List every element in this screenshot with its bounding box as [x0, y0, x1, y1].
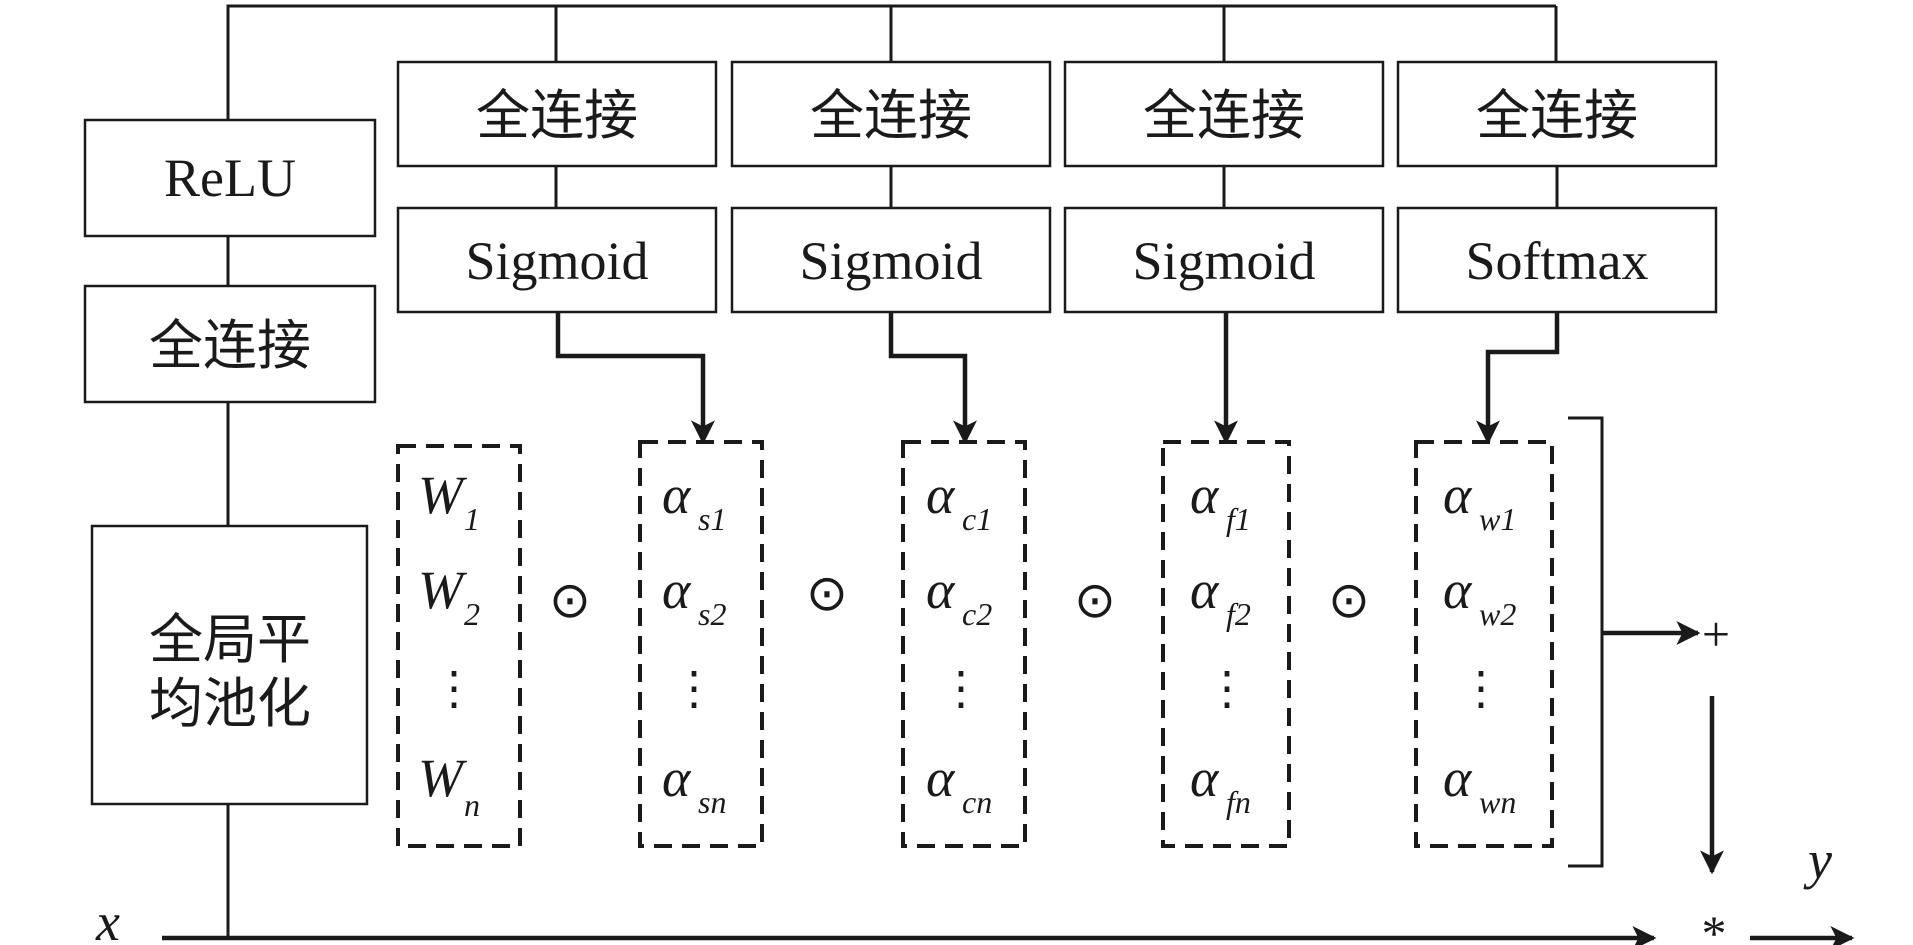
- branch-4-arrow: [1476, 312, 1560, 445]
- alpha-sn-symbol: α: [662, 748, 692, 808]
- alpha-w2-symbol: α: [1443, 560, 1473, 620]
- branch-3: 全连接 Sigmoid: [1063, 60, 1385, 445]
- alpha-sn-sub: sn: [698, 784, 726, 820]
- alpha-c1-symbol: α: [926, 465, 956, 525]
- alpha-w1-symbol: α: [1443, 465, 1473, 525]
- relu-label: ReLU: [164, 148, 296, 208]
- w1-symbol: W: [418, 465, 468, 525]
- w2-symbol: W: [418, 560, 468, 620]
- branch-2: 全连接 Sigmoid: [730, 60, 1052, 445]
- alpha-w2-sub: w2: [1479, 596, 1516, 632]
- w2-sub: 2: [464, 596, 480, 632]
- w-vdots: ⋮: [431, 661, 477, 715]
- input-x-label: x: [95, 892, 120, 945]
- branch-2-fc-label: 全连接: [810, 84, 972, 147]
- hadamard-op-3: ⊙: [1074, 572, 1116, 628]
- branch-3-fc-label: 全连接: [1143, 84, 1305, 147]
- alpha-c-vdots: ⋮: [938, 661, 984, 715]
- branch-1-fc-label: 全连接: [476, 84, 638, 147]
- output-y-label: y: [1803, 830, 1832, 890]
- alpha-c1-sub: c1: [962, 501, 992, 537]
- alpha-s1-symbol: α: [662, 465, 692, 525]
- w1-sub: 1: [464, 501, 480, 537]
- alpha-s1-sub: s1: [698, 501, 726, 537]
- hadamard-op-4: ⊙: [1328, 572, 1370, 628]
- alpha-c-vector: α c1 α c2 ⋮ α cn: [901, 440, 1027, 848]
- gap-label-line1: 全局平: [149, 608, 311, 671]
- alpha-f2-sub: f2: [1226, 596, 1251, 632]
- branch-1-arrow: [555, 312, 715, 445]
- alpha-fn-symbol: α: [1190, 748, 1220, 808]
- gap-label-line2: 均池化: [149, 672, 311, 735]
- alpha-c2-symbol: α: [926, 560, 956, 620]
- alpha-w-vdots: ⋮: [1458, 661, 1504, 715]
- alpha-f1-sub: f1: [1226, 501, 1251, 537]
- alpha-c2-sub: c2: [962, 596, 992, 632]
- multiply-operator: *: [1702, 905, 1727, 945]
- alpha-f1-symbol: α: [1190, 465, 1220, 525]
- alpha-w1-sub: w1: [1479, 501, 1516, 537]
- branch-1: 全连接 Sigmoid: [396, 60, 718, 445]
- left-fc-label: 全连接: [149, 314, 311, 377]
- alpha-s-vdots: ⋮: [671, 661, 717, 715]
- alpha-wn-symbol: α: [1443, 748, 1473, 808]
- alpha-f-vdots: ⋮: [1204, 661, 1250, 715]
- summation-bracket: [1568, 416, 1604, 868]
- branch-4-fc-label: 全连接: [1476, 84, 1638, 147]
- alpha-f-vector: α f1 α f2 ⋮ α fn: [1161, 440, 1291, 848]
- alpha-wn-sub: wn: [1479, 784, 1516, 820]
- alpha-s-vector: α s1 α s2 ⋮ α sn: [638, 440, 764, 848]
- hadamard-op-1: ⊙: [549, 572, 591, 628]
- alpha-s2-symbol: α: [662, 560, 692, 620]
- branch-1-act-label: Sigmoid: [465, 231, 648, 291]
- branch-4-act-label: Softmax: [1466, 231, 1649, 291]
- branch-4: 全连接 Softmax: [1396, 60, 1718, 445]
- hadamard-ops: ⊙ ⊙ ⊙ ⊙: [549, 565, 1370, 628]
- alpha-w-vector: α w1 α w2 ⋮ α wn: [1414, 440, 1554, 848]
- branch-3-act-label: Sigmoid: [1132, 231, 1315, 291]
- global-avg-pool-block: 全局平 均池化: [90, 524, 369, 806]
- relu-block: ReLU: [83, 118, 377, 238]
- alpha-cn-sub: cn: [962, 784, 992, 820]
- top-bus-wire: [226, 4, 1558, 120]
- alpha-cn-symbol: α: [926, 748, 956, 808]
- wn-symbol: W: [418, 748, 468, 808]
- branch-2-act-label: Sigmoid: [799, 231, 982, 291]
- wn-sub: n: [464, 787, 480, 823]
- alpha-fn-sub: fn: [1226, 784, 1251, 820]
- branch-2-arrow: [888, 312, 977, 445]
- hadamard-op-2: ⊙: [806, 565, 848, 621]
- plus-operator: +: [1702, 606, 1730, 662]
- alpha-s2-sub: s2: [698, 596, 726, 632]
- left-fc-block: 全连接: [83, 284, 377, 404]
- weight-vector: W 1 W 2 ⋮ W n: [396, 444, 522, 848]
- alpha-f2-symbol: α: [1190, 560, 1220, 620]
